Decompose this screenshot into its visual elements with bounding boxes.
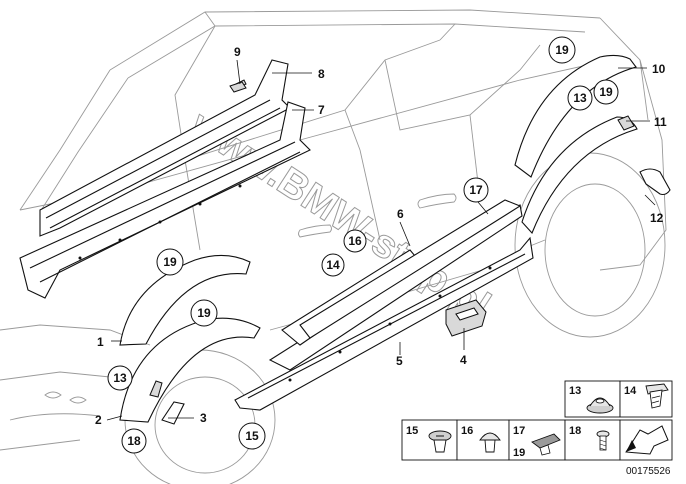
callout-4: 4 — [460, 353, 467, 367]
legend-label-17: 17 — [513, 425, 525, 437]
part-1-front-wheel-arch-outer — [119, 254, 251, 346]
callout-10: 10 — [652, 62, 666, 76]
circled-callout-19-front-upper: 19 — [156, 248, 184, 276]
svg-text:14: 14 — [326, 258, 340, 272]
wedge-clip-icon — [531, 433, 561, 456]
legend-label-14: 14 — [624, 385, 637, 397]
circled-callout-16: 16 — [343, 229, 367, 253]
callout-1: 1 — [97, 335, 104, 349]
legend-label-15: 15 — [406, 425, 418, 437]
callout-12: 12 — [650, 211, 664, 225]
circled-callout-13-rear-arch: 13 — [567, 85, 593, 111]
mounting-holes-sill-lower — [78, 184, 242, 260]
part-5-side-skirt-outer — [234, 236, 534, 411]
fastener-legend: 13 14 15 16 17 19 18 — [401, 380, 673, 477]
callout-3: 3 — [200, 411, 207, 425]
callout-2: 2 — [95, 413, 102, 427]
callout-7: 7 — [318, 103, 325, 117]
circled-callout-13-front: 13 — [107, 365, 133, 391]
callout-11: 11 — [654, 115, 667, 129]
part-10-rear-wheel-arch-outer — [514, 54, 637, 178]
document-number: 00175526 — [626, 466, 671, 477]
legend-cell-18 — [564, 419, 621, 461]
circled-callout-15: 15 — [238, 422, 266, 450]
callout-5: 5 — [396, 354, 403, 368]
callout-8: 8 — [318, 67, 325, 81]
leader-lines — [106, 59, 656, 421]
svg-text:13: 13 — [113, 371, 127, 385]
part-11-rear-wheel-arch-inner — [521, 115, 638, 235]
circled-callout-19-rear-arch-inner: 19 — [593, 79, 619, 105]
svg-text:19: 19 — [599, 85, 613, 99]
circled-callout-19-rear-arch: 19 — [548, 36, 576, 64]
mounting-holes-skirt — [288, 266, 492, 382]
svg-text:19: 19 — [555, 43, 569, 57]
part-2-front-wheel-arch-inner — [119, 317, 261, 423]
callout-9: 9 — [234, 45, 241, 59]
circled-callouts: 19 13 19 17 16 14 19 19 — [107, 36, 619, 454]
circled-callout-17: 17 — [463, 177, 489, 203]
part-7-sill-trim-lower — [19, 101, 311, 299]
legend-label-13: 13 — [569, 385, 581, 397]
svg-text:19: 19 — [197, 306, 211, 320]
part-17-side-skirt-top — [299, 199, 522, 339]
legend-label-19: 19 — [513, 447, 525, 459]
expansion-rivet-icon — [645, 383, 669, 409]
part-12-rear-mud-flap — [639, 168, 671, 196]
grommet-icon — [586, 397, 614, 414]
legend-label-16: 16 — [461, 425, 473, 437]
svg-text:16: 16 — [348, 234, 362, 248]
svg-text:18: 18 — [127, 434, 141, 448]
legend-label-18: 18 — [569, 425, 581, 437]
part-3-bracket — [161, 401, 185, 425]
circled-callout-19-front-lower: 19 — [190, 299, 218, 327]
circled-callout-18: 18 — [121, 428, 147, 454]
part-8-sill-trim-upper — [39, 59, 291, 237]
direction-arrow-icon — [625, 425, 669, 455]
svg-text:13: 13 — [573, 91, 587, 105]
part-number-callouts: 1 2 3 4 5 6 7 8 9 10 11 12 — [95, 45, 667, 427]
push-clip-icon — [428, 430, 452, 453]
part-9-clip — [229, 81, 247, 93]
callout-6: 6 — [397, 207, 404, 221]
screw-icon — [596, 430, 610, 451]
svg-text:17: 17 — [469, 183, 483, 197]
part-4-jack-pad — [445, 299, 487, 337]
svg-text:15: 15 — [245, 429, 259, 443]
dome-clip-icon — [479, 432, 501, 453]
svg-text:19: 19 — [163, 255, 177, 269]
circled-callout-14: 14 — [321, 253, 345, 277]
